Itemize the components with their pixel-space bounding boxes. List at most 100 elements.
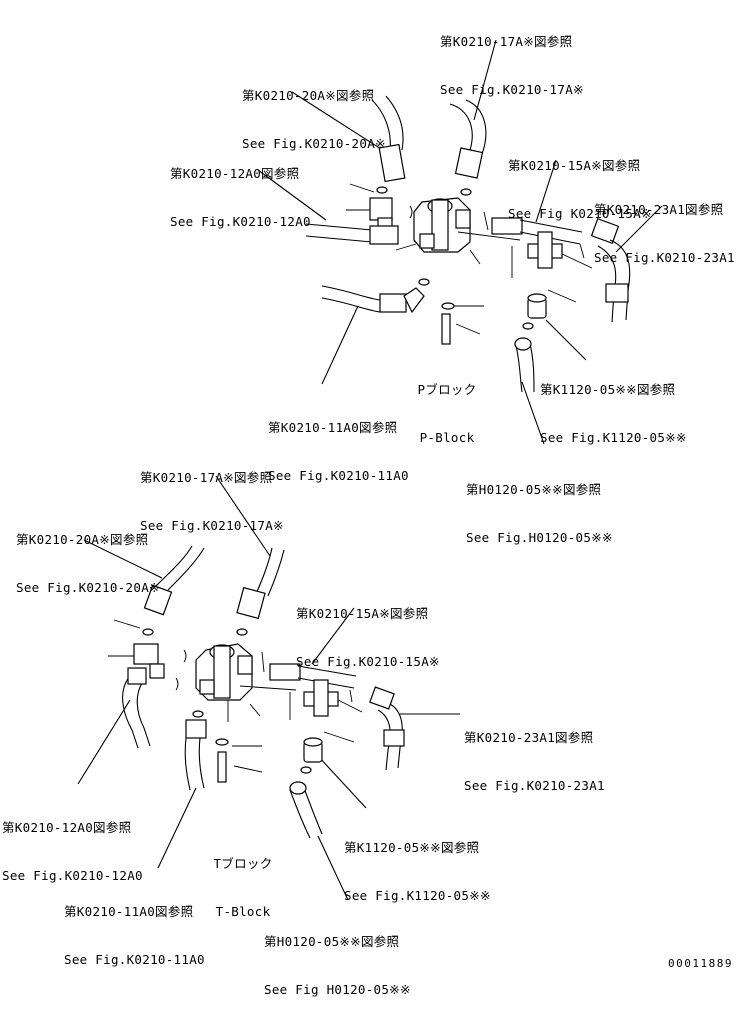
leader-line [317,835,349,901]
hose-fitting [590,218,620,244]
hose [198,737,205,789]
ref-jp: 第K0210-23A1図参照 [464,730,594,745]
ref-label-p-k0210-15a: 第K0210-15A※図参照 See Fig K0210-15A※ [508,126,652,238]
ref-en: See Fig.K0210-11A0 [64,952,205,967]
block-port [237,655,253,675]
pointer-line [579,243,585,259]
hose [297,665,357,677]
block-title-en: T-Block [215,904,271,919]
hose [255,547,273,595]
o-ring [142,628,154,636]
p-block-title: Pブロック P-Block [404,350,490,462]
ref-jp: 第K0210-12A0図参照 [2,820,132,835]
hose-fitting [491,217,523,235]
ref-jp: 第K1120-05※※図参照 [344,840,480,855]
hose-fitting [185,719,207,739]
hose [184,737,191,791]
hose [389,703,403,769]
hose-fitting [378,143,406,183]
ref-en: See Fig K0210-15A※ [508,206,652,221]
leader-line [473,39,497,121]
hose [371,99,391,151]
hose-fitting [379,293,407,313]
leader-line [157,787,197,869]
pointer-line [483,211,489,231]
hose [155,545,193,587]
pointer-line [233,765,263,773]
leader-line [257,169,327,221]
hose [122,675,139,749]
ref-label-t-k1120-05: 第K1120-05※※図参照 See Fig.K1120-05※※ [344,808,491,920]
ref-jp: 第K0210-15A※図参照 [296,606,429,621]
ref-label-p-k0210-17a: 第K0210-17A※図参照 See Fig.K0210-17A※ [440,2,584,114]
ref-en: See Fig.H0120-05※※ [466,530,613,545]
elbow-fitting [369,197,393,221]
bolt [441,313,451,345]
ref-jp: 第K0210-11A0図参照 [268,420,398,435]
pointer-line [323,731,355,743]
block-boss [213,645,231,699]
ref-en: See Fig.K0210-17A※ [440,82,584,97]
hose [529,343,535,393]
leader-line [521,381,545,445]
elbow-fitting [133,643,159,665]
hose [515,345,523,393]
ref-en: See Fig.K0210-12A0 [170,214,311,229]
o-ring [215,738,229,746]
leader-line [311,607,355,665]
ref-jp: 第H0120-05※※図参照 [264,934,400,949]
o-ring [300,766,312,774]
ref-jp: 第K0210-23A1図参照 [594,202,724,217]
block-title-jp: Tブロック [213,856,273,871]
ref-label-t-k0210-20a: 第K0210-20A※図参照 See Fig.K0210-20A※ [16,500,160,612]
ref-en: See Fig.K0210-11A0 [268,468,409,483]
hose [305,235,373,243]
hose-elbow [403,287,425,314]
hose [289,789,311,839]
pointer-line [337,699,363,713]
hose-fitting [383,729,405,747]
ref-label-p-k0210-11a0: 第K0210-11A0図参照 See Fig.K0210-11A0 [268,388,409,500]
ref-label-t-k0210-17a: 第K0210-17A※図参照 See Fig.K0210-17A※ [140,438,284,550]
ref-en: See Fig.K1120-05※※ [540,430,687,445]
ref-label-t-k0210-15a: 第K0210-15A※図参照 See Fig.K0210-15A※ [296,574,440,686]
pointer-line [349,183,375,193]
o-ring [192,710,204,718]
o-ring [175,677,179,691]
o-ring [441,302,455,310]
hose [519,219,583,233]
leader-line [215,475,271,557]
ref-label-t-k0210-11a0: 第K0210-11A0図参照 See Fig.K0210-11A0 [64,872,205,984]
ref-en: See Fig.K0210-12A0 [2,868,143,883]
hose-fitting [127,667,147,685]
hose [136,679,151,747]
ref-label-p-k0210-12a0: 第K0210-12A0図参照 See Fig.K0210-12A0 [170,134,311,246]
ref-en: See Fig H0120-05※※ [264,982,411,997]
elbow-fitting [149,663,165,679]
o-ring [418,278,430,286]
hose-fitting [369,225,399,245]
hose-fitting [454,147,484,179]
ref-en: See Fig.K0210-23A1 [464,778,605,793]
hose [303,787,323,835]
hose-fitting [236,586,266,620]
p-block-assembly [257,39,663,445]
block-port [419,233,435,249]
block-boss [431,199,449,251]
ref-label-t-k0210-23a1: 第K0210-23A1図参照 See Fig.K0210-23A1 [464,698,605,810]
bolt [217,751,227,783]
hose-fitting [269,663,301,681]
ref-label-p-k0210-23a1: 第K0210-23A1図参照 See Fig.K0210-23A1 [594,170,735,282]
ref-jp: 第K1120-05※※図参照 [540,382,676,397]
drawing-number: 00011889 [668,957,733,970]
leader-line [317,755,367,809]
ref-label-t-h0120-05: 第H0120-05※※図参照 See Fig H0120-05※※ [264,902,411,1014]
hose-fitting [514,337,532,351]
hose [167,547,205,591]
pointer-line [561,253,593,269]
block-title-en: P-Block [419,430,475,445]
tee-fitting [537,231,553,269]
o-ring [409,205,413,219]
ref-jp: 第K0210-15A※図参照 [508,158,641,173]
pointer-line [547,289,577,303]
